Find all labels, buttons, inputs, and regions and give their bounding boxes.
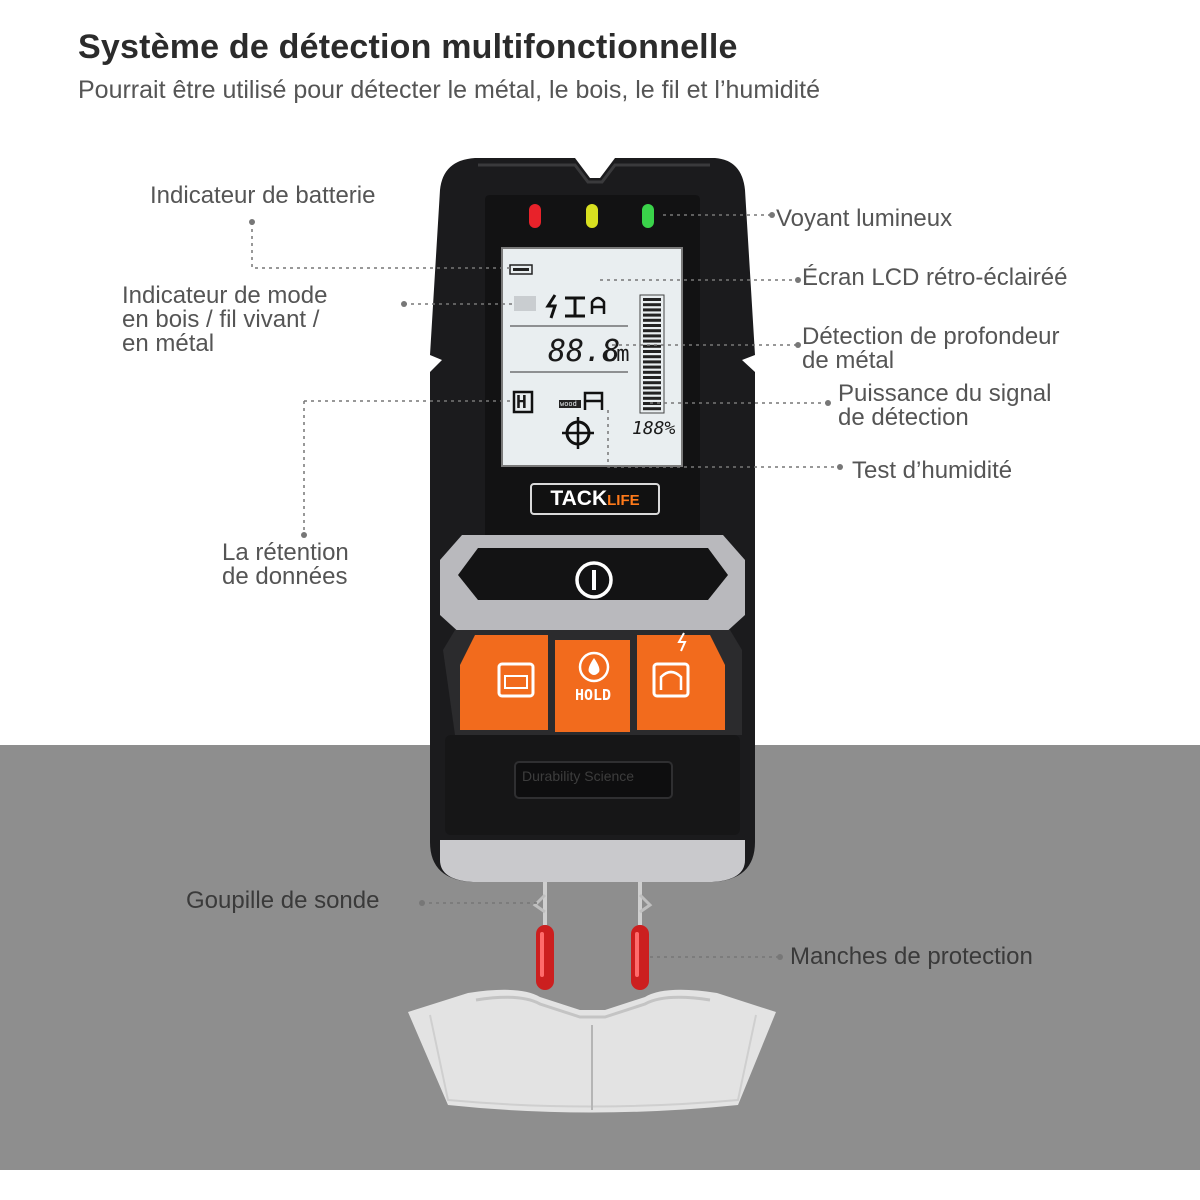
callout-signal-line2: de détection: [838, 404, 969, 431]
signal-segment: [643, 381, 661, 385]
signal-segment: [643, 298, 661, 301]
signal-segment: [643, 350, 661, 353]
signal-segment: [643, 329, 661, 333]
ac-icon: [590, 296, 606, 314]
lcd-depth-unit: cm: [603, 342, 630, 367]
signal-segment: [643, 334, 661, 338]
indicator-leds: [529, 204, 654, 228]
callout-dots: [249, 212, 843, 960]
signal-segment: [643, 318, 661, 322]
protective-sleeve-right: [631, 925, 649, 990]
signal-segment: [643, 360, 661, 364]
signal-segment: [643, 365, 661, 369]
callout-mode-line1: Indicateur de mode: [122, 282, 328, 309]
yellow-led: [586, 204, 598, 228]
signal-segment: [643, 344, 661, 348]
callout-depth-line1: Détection de profondeur: [802, 323, 1060, 350]
signal-segment: [643, 376, 661, 379]
callout-signal-line1: Puissance du signal: [838, 380, 1052, 407]
power-icon: [575, 561, 613, 599]
brand-logo: TACKLIFE: [530, 483, 660, 515]
wood-tag: [559, 400, 581, 408]
signal-segment: [643, 324, 661, 327]
callout-retention-line2: de données: [222, 563, 348, 590]
metal-mode-icon: [565, 296, 585, 318]
signal-segment: [643, 370, 661, 374]
signal-segment: [643, 396, 661, 400]
lcd-wood-label: wood: [560, 400, 577, 408]
callout-humidity: Test d’humidité: [852, 457, 1013, 484]
signal-segment: [643, 355, 661, 359]
water-drop-icon: [588, 658, 600, 675]
signal-segment: [643, 339, 661, 343]
lcd-screen: [501, 247, 683, 467]
callout-depth-line2: de métal: [802, 347, 895, 374]
callout-probe-pin: Goupille de sonde: [186, 887, 380, 914]
red-led: [529, 204, 541, 228]
hold-button-label: HOLD: [574, 686, 612, 704]
button-icons: [497, 561, 690, 698]
protective-sleeve-left: [536, 925, 554, 990]
callout-mode-line3: en métal: [122, 330, 215, 357]
engraved-label: Durability Science: [522, 768, 635, 784]
callout-leaders: [251, 214, 840, 958]
lcd-percent: 188%: [632, 418, 676, 439]
lcd-hold-letter: H: [516, 392, 527, 413]
page-subtitle: Pourrait être utilisé pour détecter le m…: [78, 76, 821, 104]
signal-segment: [643, 303, 661, 307]
battery-icon: [509, 264, 533, 275]
page-title: Système de détection multifonctionnelle: [78, 28, 738, 66]
hold-button: [555, 640, 630, 732]
probe-cap: [408, 989, 776, 1113]
callout-lcd: Écran LCD rétro-éclairéé: [802, 264, 1068, 291]
callout-mode-line2: en bois / fil vivant /: [122, 306, 320, 333]
green-led: [642, 204, 654, 228]
signal-segment: [643, 313, 661, 317]
lcd-depth-value: 88.8: [548, 334, 621, 369]
callout-protection: Manches de protection: [790, 943, 1033, 970]
probe-pins: [532, 880, 653, 990]
signal-bar-icon: [639, 294, 665, 414]
signal-segment: [643, 407, 661, 411]
callout-retention-line1: La rétention: [222, 539, 349, 566]
callout-battery: Indicateur de batterie: [150, 182, 376, 209]
wood-mode-icon: [514, 296, 536, 311]
callout-indicator-light: Voyant lumineux: [776, 205, 953, 232]
signal-segment: [643, 308, 661, 312]
signal-segment: [643, 386, 661, 390]
signal-segment: [643, 391, 661, 395]
live-wire-icon: [545, 294, 558, 319]
